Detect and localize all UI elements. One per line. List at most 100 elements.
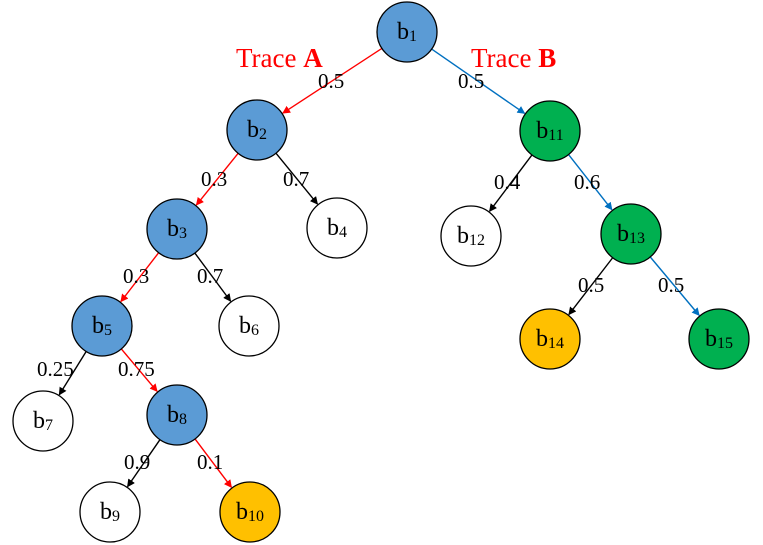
node-b10: b10 (219, 481, 281, 543)
edge-b13-b14 (568, 257, 614, 316)
trace-a-label: Trace A (236, 43, 323, 73)
trace-b-letter: B (538, 43, 556, 73)
node-b5: b5 (71, 295, 133, 357)
node-label-subscript: 6 (251, 322, 259, 339)
node-circle-b15 (688, 308, 750, 370)
node-label-b14: b14 (536, 326, 564, 352)
node-label-base: b (617, 221, 629, 247)
node-circle-b14 (519, 308, 581, 370)
edge-prob-label-b8-b10: 0.1 (197, 450, 223, 474)
node-label-b4: b4 (327, 215, 347, 241)
node-b14: b14 (519, 308, 581, 370)
node-circle-b9 (79, 481, 141, 543)
node-label-base: b (100, 499, 112, 525)
trace-a-letter: A (303, 43, 323, 73)
node-label-b15: b15 (705, 326, 733, 352)
node-label-base: b (327, 215, 339, 241)
node-circle-b8 (146, 384, 208, 446)
node-label-b7: b7 (33, 408, 53, 434)
node-b12: b12 (440, 205, 502, 267)
trace-b-label: Trace B (471, 43, 556, 73)
edge-b2-b4 (275, 152, 319, 205)
node-b4: b4 (306, 197, 368, 259)
node-label-b8: b8 (167, 402, 187, 428)
node-label-b12: b12 (457, 223, 485, 249)
edge-b1-b11 (431, 48, 526, 114)
edge-b13-b15 (649, 256, 700, 317)
node-b2: b2 (226, 99, 288, 161)
node-label-base: b (92, 313, 104, 339)
node-label-subscript: 7 (45, 417, 53, 434)
node-label-subscript: 5 (104, 322, 112, 339)
node-b6: b6 (218, 295, 280, 357)
node-label-b9: b9 (100, 499, 120, 525)
node-label-b10: b10 (236, 499, 264, 525)
node-label-b1: b1 (397, 19, 417, 45)
node-label-subscript: 12 (469, 232, 485, 249)
node-b8: b8 (146, 384, 208, 446)
node-circle-b10 (219, 481, 281, 543)
node-label-subscript: 3 (179, 225, 187, 242)
node-b13: b13 (600, 203, 662, 265)
node-label-base: b (397, 19, 409, 45)
node-label-subscript: 10 (248, 508, 264, 525)
node-label-b3: b3 (167, 216, 187, 242)
node-b1: b1 (376, 1, 438, 63)
node-label-subscript: 2 (259, 126, 267, 143)
edge-b5-b8 (120, 348, 158, 393)
node-label-base: b (247, 117, 259, 143)
edge-prob-label-b8-b9: 0.9 (124, 450, 150, 474)
node-circle-b4 (306, 197, 368, 259)
node-circle-b12 (440, 205, 502, 267)
edge-prob-label-b1-b2: 0.5 (318, 69, 344, 93)
edge-b3-b6 (194, 252, 232, 302)
node-b11: b11 (519, 100, 581, 162)
node-circle-b6 (218, 295, 280, 357)
edge-prob-label-b13-b15: 0.5 (658, 273, 684, 297)
node-label-subscript: 11 (548, 127, 563, 144)
node-label-subscript: 15 (717, 335, 733, 352)
node-label-b5: b5 (92, 313, 112, 339)
node-label-base: b (167, 402, 179, 428)
edge-b5-b7 (58, 351, 87, 396)
node-circle-b11 (519, 100, 581, 162)
node-circle-b13 (600, 203, 662, 265)
edge-b1-b2 (282, 47, 383, 114)
node-b15: b15 (688, 308, 750, 370)
edge-prob-label-b1-b11: 0.5 (458, 69, 484, 93)
node-label-subscript: 8 (179, 411, 187, 428)
edge-prob-label-b3-b5: 0.3 (123, 264, 149, 288)
edge-prob-label-b11-b12: 0.4 (494, 170, 521, 194)
node-b3: b3 (146, 198, 208, 260)
node-circle-b7 (12, 390, 74, 452)
edge-b11-b13 (567, 154, 613, 211)
edge-prob-label-b13-b14: 0.5 (578, 273, 604, 297)
edge-prob-label-b11-b13: 0.6 (574, 170, 600, 194)
edge-b8-b9 (127, 439, 161, 488)
node-label-base: b (33, 408, 45, 434)
node-circle-b5 (71, 295, 133, 357)
trace-b-prefix: Trace (471, 43, 538, 73)
node-label-b13: b13 (617, 221, 645, 247)
edge-prob-label-b2-b4: 0.7 (283, 167, 309, 191)
edge-b8-b10 (194, 438, 232, 489)
node-label-b11: b11 (536, 118, 563, 144)
node-label-subscript: 14 (548, 335, 564, 352)
node-circle-b2 (226, 99, 288, 161)
edge-prob-label-b5-b7: 0.25 (37, 357, 74, 381)
node-label-base: b (167, 216, 179, 242)
node-label-base: b (536, 118, 548, 144)
node-label-base: b (236, 499, 248, 525)
node-label-base: b (536, 326, 548, 352)
node-label-base: b (457, 223, 469, 249)
edges-layer (58, 47, 700, 489)
node-b7: b7 (12, 390, 74, 452)
node-label-b6: b6 (239, 313, 259, 339)
edge-b2-b3 (195, 152, 239, 206)
node-circle-b1 (376, 1, 438, 63)
node-label-b2: b2 (247, 117, 267, 143)
node-label-subscript: 1 (409, 28, 417, 45)
